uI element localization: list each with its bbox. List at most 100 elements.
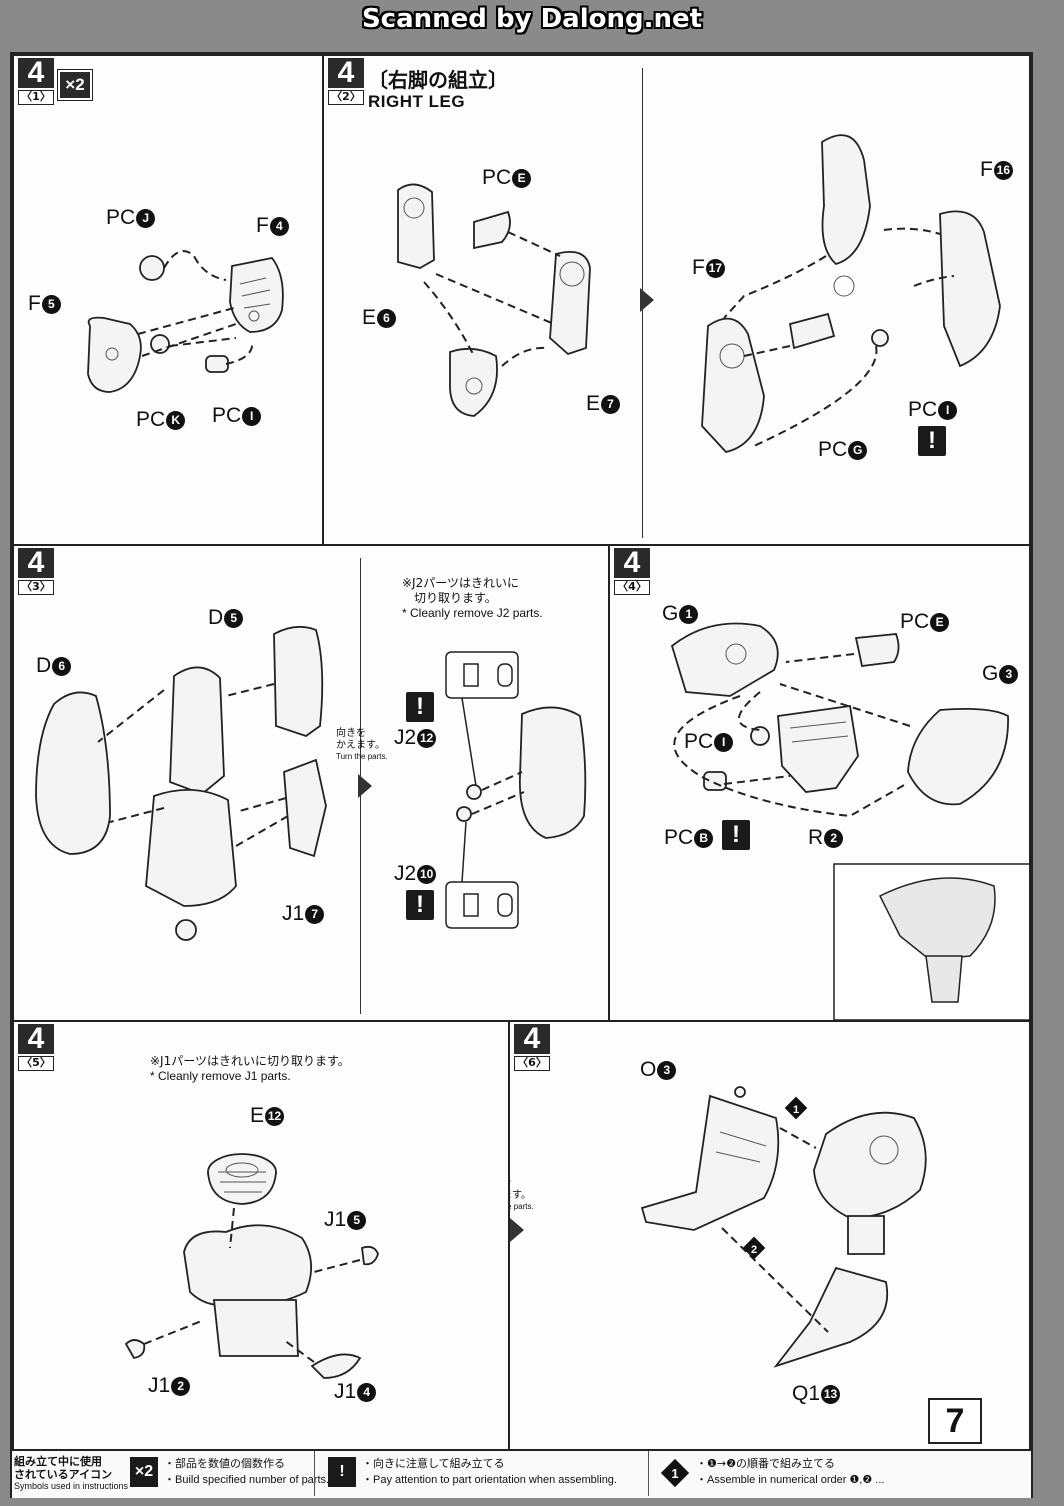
cleanly-remove-note: ※J2パーツはきれいに 切り取ります。 * Cleanly remove J2 … xyxy=(402,576,543,620)
part-number: 5 xyxy=(224,609,244,628)
legend-order-en: ・Assemble in numerical order ❶,❷ ... xyxy=(696,1474,885,1486)
part-code: PC xyxy=(664,826,694,849)
part-number: 1 xyxy=(679,605,699,624)
next-arrow-icon xyxy=(640,288,654,312)
step-sub: 〈5〉 xyxy=(18,1056,54,1071)
part-code: E xyxy=(586,392,601,415)
panel-step-4-2: 4 〈2〉 〔右脚の組立〕 RIGHT LEG xyxy=(322,54,1031,546)
step-badge: 4 〈4〉 xyxy=(614,548,650,595)
part-number: 6 xyxy=(52,657,72,676)
legend-title-jp-1: 組み立て中に使用 xyxy=(14,1455,102,1468)
orientation-warning-icon: ! xyxy=(406,692,434,722)
symbol-legend: 組み立て中に使用 されているアイコン Symbols used in instr… xyxy=(12,1449,1031,1498)
part-code: PC xyxy=(900,610,930,633)
part-number: 12 xyxy=(265,1107,285,1126)
turn-note-en: Turn the parts. xyxy=(510,1202,534,1211)
turn-note-jp-1: 向きを xyxy=(510,1178,534,1190)
part-code: Q1 xyxy=(792,1382,821,1405)
orientation-warning-icon: ! xyxy=(722,820,750,850)
part-number: I xyxy=(242,407,262,426)
legend-multiply-en: ・Build specified number of parts. xyxy=(164,1474,330,1486)
legend-order-jp: ・❶→❷の順番で組み立てる xyxy=(696,1457,835,1470)
step-number: 4 xyxy=(18,548,54,578)
part-number: 17 xyxy=(705,259,725,278)
part-number: 16 xyxy=(993,161,1013,180)
step-number: 4 xyxy=(514,1024,550,1054)
step-4-1-diagram xyxy=(87,250,284,393)
step-badge: 4 〈3〉 xyxy=(18,548,54,595)
part-code: PC xyxy=(136,408,166,431)
step-4-6-diagram: 1 2 xyxy=(640,1086,927,1368)
part-number: E xyxy=(930,613,950,632)
part-code: E xyxy=(362,306,377,329)
order-marker-1: 1 xyxy=(793,1104,799,1116)
part-number: 5 xyxy=(41,295,61,314)
orientation-warning-icon: ! xyxy=(328,1457,356,1487)
part-code: O xyxy=(640,1058,657,1081)
part-code: F xyxy=(692,256,705,279)
part-code: E xyxy=(250,1104,265,1127)
part-code: PC xyxy=(684,730,714,753)
legend-warning-en: ・Pay attention to part orientation when … xyxy=(362,1474,617,1486)
step-badge: 4 〈5〉 xyxy=(18,1024,54,1071)
step-badge: 4 〈2〉 xyxy=(328,58,364,105)
part-code: J2 xyxy=(394,862,417,885)
part-number: 4 xyxy=(357,1383,377,1402)
step-sub: 〈6〉 xyxy=(514,1056,550,1071)
part-number: 7 xyxy=(305,905,325,924)
part-code: F xyxy=(980,158,993,181)
part-number: I xyxy=(938,401,958,420)
step-4-3-diagram xyxy=(35,625,587,941)
section-title-en: RIGHT LEG xyxy=(368,92,466,111)
step-number: 4 xyxy=(18,58,54,88)
order-diamond-icon: 1 xyxy=(658,1457,692,1489)
step-number: 4 xyxy=(614,548,650,578)
step-4-5-diagram xyxy=(124,1153,379,1379)
legend-title-en: Symbols used in instructions xyxy=(14,1481,129,1491)
step-sub: 〈3〉 xyxy=(18,580,54,595)
step-badge: 4 〈1〉 xyxy=(18,58,54,105)
legend-multiply-jp: ・部品を数値の個数作る xyxy=(164,1457,285,1470)
part-number: 7 xyxy=(601,395,621,414)
step-number: 4 xyxy=(328,58,364,88)
step-sub: 〈1〉 xyxy=(18,90,54,105)
legend-warning: ・向きに注意して組み立てる ・Pay attention to part ori… xyxy=(362,1457,617,1487)
step-number: 4 xyxy=(18,1024,54,1054)
turn-note-jp-1: 向きを xyxy=(336,728,366,739)
part-number: 3 xyxy=(999,665,1019,684)
part-code: J1 xyxy=(324,1208,347,1231)
scanner-watermark: Scanned by Dalong.net xyxy=(361,4,703,34)
legend-divider xyxy=(314,1451,315,1496)
section-title-jp: 〔右脚の組立〕 xyxy=(368,68,508,92)
legend-title: 組み立て中に使用 されているアイコン Symbols used in instr… xyxy=(14,1455,128,1491)
page-number: 7 xyxy=(928,1398,982,1444)
turn-note-jp-2: かえます。 xyxy=(336,740,385,751)
turn-arrow-icon xyxy=(358,774,372,798)
step-sub: 〈4〉 xyxy=(614,580,650,595)
part-code: J1 xyxy=(334,1380,357,1403)
part-number: J xyxy=(136,209,156,228)
part-number: 12 xyxy=(417,729,437,748)
panel-step-4-3: 4 〈3〉 向きを かえます。 Turn the parts. ※J2パーツはき… xyxy=(12,544,610,1022)
note-jp-1: ※J2パーツはきれいに xyxy=(402,576,519,590)
part-number: I xyxy=(714,733,734,752)
part-number: G xyxy=(848,441,868,460)
note-jp: ※J1パーツはきれいに切り取ります。 xyxy=(150,1054,350,1068)
